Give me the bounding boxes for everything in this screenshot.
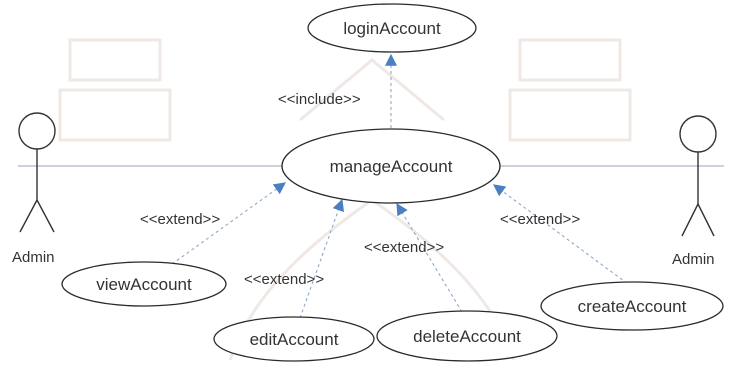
use-case-view: viewAccount xyxy=(61,261,227,307)
extend-arrow-create xyxy=(493,184,633,288)
extend-label-delete: <<extend>> xyxy=(364,239,444,256)
extend-arrow-view xyxy=(171,182,286,265)
actor-admin-right xyxy=(679,115,717,237)
actor-admin-left xyxy=(18,112,56,233)
use-case-delete-label: deleteAccount xyxy=(413,327,521,346)
extend-label-create: <<extend>> xyxy=(500,211,580,228)
use-case-edit-label: editAccount xyxy=(250,330,339,349)
use-case-delete: deleteAccount xyxy=(376,310,558,362)
extend-label-edit: <<extend>> xyxy=(244,271,324,288)
extend-arrow-edit xyxy=(299,198,345,319)
actor-head xyxy=(18,112,56,150)
actor-label-right: Admin xyxy=(672,251,715,268)
use-case-login: loginAccount xyxy=(307,3,477,53)
use-case-manage: manageAccount xyxy=(281,128,501,204)
actor-label-left: Admin xyxy=(12,249,55,266)
use-case-view-label: viewAccount xyxy=(96,275,192,294)
use-case-manage-label: manageAccount xyxy=(330,157,453,176)
actor-leg-left xyxy=(19,199,38,233)
use-case-edit: editAccount xyxy=(213,316,375,362)
use-case-create: createAccount xyxy=(540,281,724,331)
extend-label-view: <<extend>> xyxy=(140,211,220,228)
actor-head xyxy=(679,115,717,153)
use-case-create-label: createAccount xyxy=(578,297,687,316)
include-label: <<include>> xyxy=(278,91,361,108)
use-case-login-label: loginAccount xyxy=(343,19,441,38)
actor-leg-left xyxy=(681,203,699,237)
actor-leg-right xyxy=(697,203,715,237)
actor-leg-right xyxy=(36,199,55,233)
extend-arrow-delete xyxy=(396,202,463,313)
